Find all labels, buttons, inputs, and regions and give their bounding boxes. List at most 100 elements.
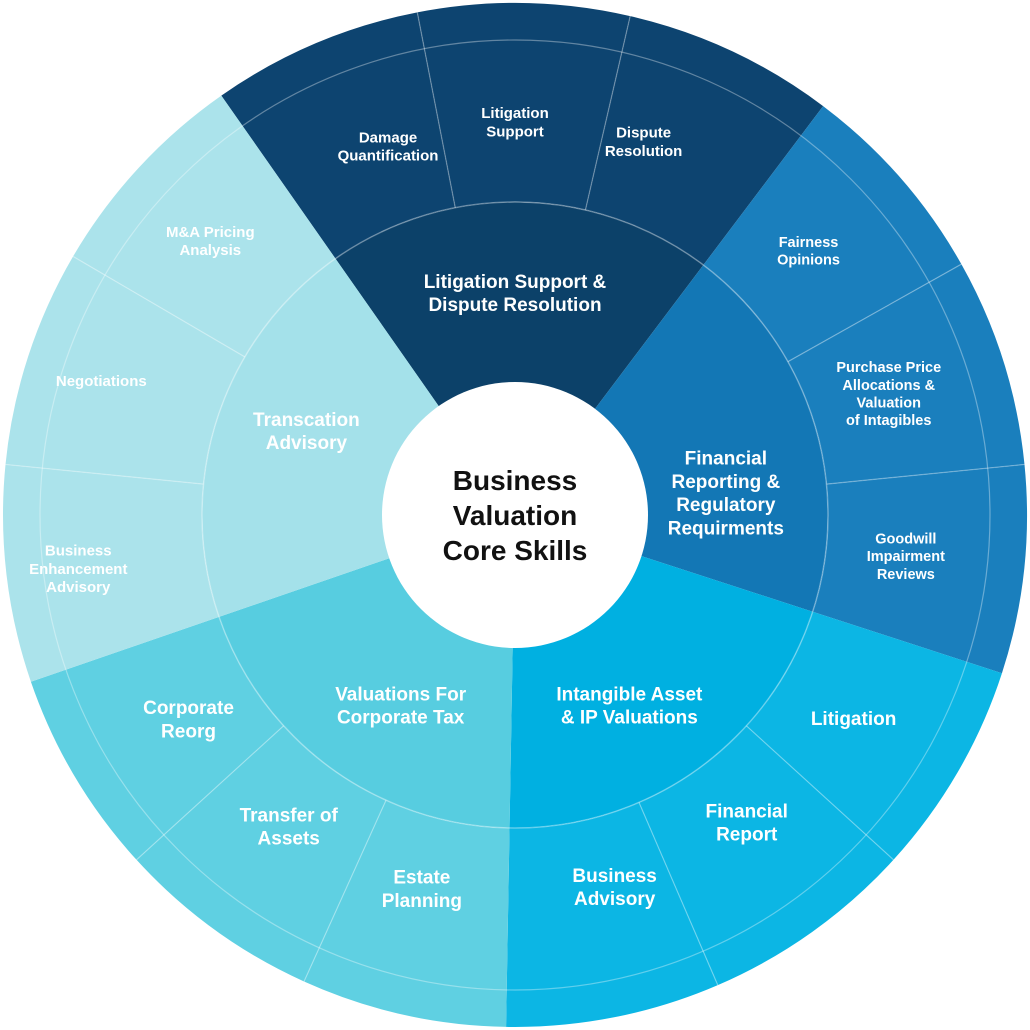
segment-label-litigation-line: Litigation Support & xyxy=(424,272,607,293)
segment-label-corporate-tax-line: Valuations For xyxy=(335,684,467,705)
child-label-financial-reporting-3-line: Goodwill xyxy=(875,531,936,547)
child-divider xyxy=(136,725,285,861)
inner-ring-seam xyxy=(201,201,829,829)
child-label-transaction-2: Negotiations xyxy=(56,373,147,390)
child-divider xyxy=(638,802,719,986)
child-label-transaction-1-line: Enhancement xyxy=(29,561,127,578)
child-divider xyxy=(5,463,204,485)
child-label-intangible-2-line: Financial xyxy=(706,802,788,823)
center-title-line: Core Skills xyxy=(443,535,588,566)
segment-label-financial-reporting-line: Financial xyxy=(685,449,767,470)
center-title-line: Valuation xyxy=(453,500,577,531)
child-label-transaction-1-line: Business xyxy=(45,543,112,560)
child-divider xyxy=(584,15,631,211)
outer-sector-litigation-1[interactable] xyxy=(221,12,456,259)
child-label-financial-reporting-2-line: of Intagibles xyxy=(846,413,931,429)
outer-sector-intangible-2[interactable] xyxy=(638,725,894,986)
child-divider xyxy=(826,463,1025,485)
child-divider xyxy=(303,799,387,982)
outer-sector-financial-reporting-2[interactable] xyxy=(787,264,1025,485)
segment-intangible[interactable] xyxy=(506,555,1002,1027)
outer-sector-transaction-1[interactable] xyxy=(2,464,220,682)
child-divider xyxy=(745,725,894,861)
child-label-financial-reporting-2-line: Valuation xyxy=(857,395,921,411)
child-label-corporate-tax-1-line: Estate xyxy=(393,868,450,889)
outer-sector-corporate-tax-2[interactable] xyxy=(136,725,387,982)
child-label-litigation-3-line: Dispute xyxy=(616,125,671,142)
outer-sector-intangible-1[interactable] xyxy=(746,611,1002,860)
child-label-transaction-3-line: M&A Pricing xyxy=(166,224,255,241)
labels-layer: Litigation Support &Dispute ResolutionDa… xyxy=(29,105,945,912)
child-label-intangible-1: Litigation xyxy=(811,709,896,730)
outer-sector-intangible-3[interactable] xyxy=(506,802,718,1027)
segment-label-intangible: Intangible Asset & IP Valuations xyxy=(556,684,703,728)
child-label-financial-reporting-2-line: Allocations & xyxy=(842,378,935,394)
child-label-intangible-2-line: Report xyxy=(716,825,778,846)
segment-label-financial-reporting-line: Regulatory xyxy=(676,495,776,516)
inner-sector-corporate-tax[interactable] xyxy=(219,557,513,828)
child-label-litigation-1-line: Damage xyxy=(359,129,417,146)
segment-litigation[interactable] xyxy=(221,3,824,411)
child-label-corporate-tax-2-line: Assets xyxy=(258,829,320,850)
child-label-intangible-1-line: Litigation xyxy=(811,709,896,730)
segment-label-intangible-line: & IP Valuations xyxy=(561,708,698,729)
outer-sector-transaction-3[interactable] xyxy=(73,95,336,357)
segment-label-financial-reporting-line: Reporting & xyxy=(671,472,780,493)
child-label-transaction-1-line: Advisory xyxy=(46,579,111,596)
child-label-litigation-2-line: Litigation xyxy=(481,105,549,122)
segment-label-litigation: Litigation Support &Dispute Resolution xyxy=(424,272,607,316)
segment-financial-reporting[interactable] xyxy=(593,106,1027,674)
segment-label-transaction-line: Advisory xyxy=(266,433,348,454)
child-divider xyxy=(787,263,962,363)
outer-sector-financial-reporting-1[interactable] xyxy=(703,106,962,362)
child-label-transaction-3-line: Analysis xyxy=(179,242,241,259)
segment-label-litigation-line: Dispute Resolution xyxy=(428,295,601,316)
segment-corporate-tax[interactable] xyxy=(30,557,513,1027)
outer-sector-financial-reporting-3[interactable] xyxy=(812,464,1027,674)
child-label-intangible-3-line: Business xyxy=(572,866,656,887)
inner-sector-litigation[interactable] xyxy=(335,202,704,411)
child-label-financial-reporting-2-line: Purchase Price xyxy=(836,360,941,376)
center-disc xyxy=(382,382,648,648)
child-label-financial-reporting-1-line: Opinions xyxy=(777,253,840,269)
child-label-litigation-3-line: Resolution xyxy=(605,143,683,160)
child-label-intangible-3-line: Advisory xyxy=(574,889,656,910)
outer-sector-litigation-2[interactable] xyxy=(417,3,631,211)
outer-sector-transaction-2[interactable] xyxy=(5,256,245,485)
outer-sector-litigation-3[interactable] xyxy=(585,16,824,266)
child-label-financial-reporting-1-line: Fairness xyxy=(779,235,839,251)
segment-label-financial-reporting-line: Requirments xyxy=(668,518,784,539)
child-label-transaction-2-line: Negotiations xyxy=(56,373,147,390)
inner-sector-intangible[interactable] xyxy=(509,555,813,829)
inner-sector-transaction[interactable] xyxy=(201,258,440,617)
center-title-line: Business xyxy=(453,465,578,496)
inner-sector-financial-reporting[interactable] xyxy=(593,265,828,612)
segment-label-intangible-line: Intangible Asset xyxy=(556,684,703,705)
child-label-corporate-tax-2-line: Transfer of xyxy=(240,806,339,827)
child-label-litigation-1-line: Quantification xyxy=(338,148,439,165)
child-divider xyxy=(416,12,456,208)
outer-ring-seam xyxy=(39,39,991,991)
segment-transaction[interactable] xyxy=(2,95,440,682)
child-label-financial-reporting-3-line: Reviews xyxy=(877,567,935,583)
child-label-corporate-tax-3-line: Reorg xyxy=(161,721,216,742)
outer-sector-corporate-tax-1[interactable] xyxy=(304,800,510,1027)
segment-label-transaction-line: Transcation xyxy=(253,410,360,431)
outer-sector-corporate-tax-3[interactable] xyxy=(30,616,284,860)
